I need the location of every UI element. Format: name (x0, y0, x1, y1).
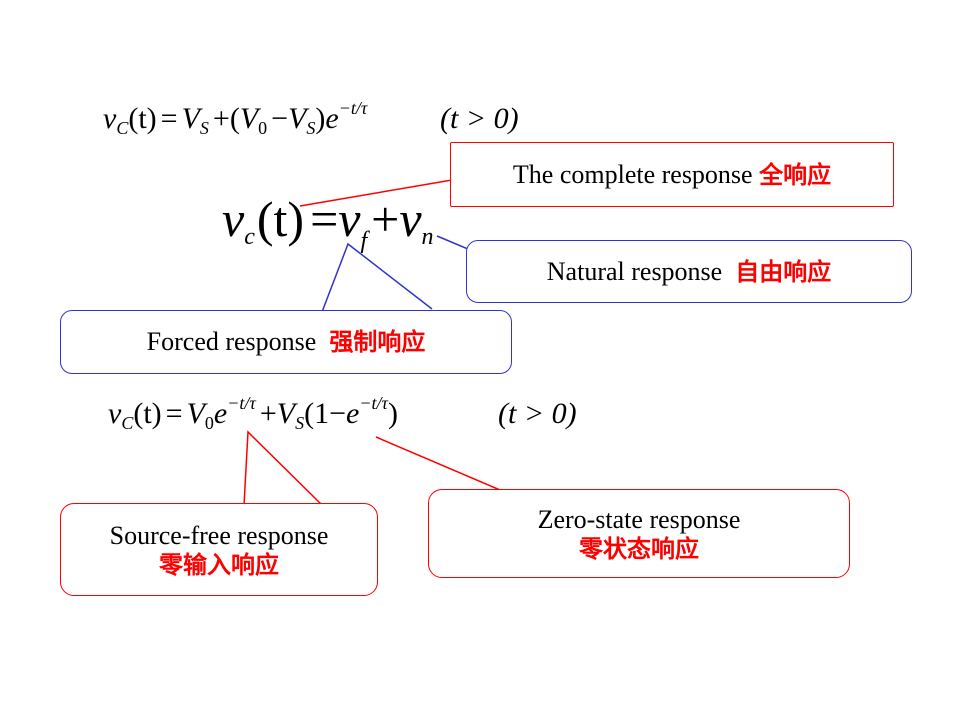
callout-complete-response: The complete response 全响应 (450, 142, 894, 207)
condition-t-positive: (t > 0) (440, 102, 519, 135)
callout-forced-response: Forced response 强制响应 (60, 310, 512, 374)
pointer-natural (436, 235, 469, 262)
svg-text:vC(t)=V0e−t/τ+VS(1−e−t/τ): vC(t)=V0e−t/τ+VS(1−e−t/τ) (108, 393, 398, 433)
callout-source-free-cn: 零输入响应 (159, 550, 279, 579)
callout-zero-state-cn: 零状态响应 (579, 534, 699, 563)
pointer-forced (321, 242, 433, 313)
callout-forced-en: Forced response (146, 327, 317, 357)
equation-split-response: vC(t)=V0e−t/τ+VS(1−e−t/τ) (t > 0) (108, 393, 577, 433)
callout-source-free-response: Source-free response 零输入响应 (60, 503, 378, 596)
callout-complete-cn: 全响应 (759, 160, 832, 189)
callout-forced-cn: 强制响应 (329, 328, 426, 357)
callout-zero-state-en: Zero-state response (537, 504, 741, 534)
pointer-source-free (243, 430, 323, 506)
equation-decomposition: vc(t)=vf+vn (222, 191, 434, 254)
callout-complete-en: The complete response (512, 159, 753, 189)
pointer-zero-state (375, 436, 558, 491)
callout-natural-response: Natural response 自由响应 (466, 240, 912, 303)
callout-natural-en: Natural response (546, 256, 723, 286)
condition-t-positive-2: (t > 0) (498, 397, 577, 430)
svg-text:vC(t)=VS+(V0−VS)e−t/τ: vC(t)=VS+(V0−VS)e−t/τ (103, 98, 368, 138)
callout-natural-cn: 自由响应 (735, 257, 832, 286)
callout-zero-state-response: Zero-state response 零状态响应 (428, 489, 850, 578)
svg-text:vc(t)=vf+vn: vc(t)=vf+vn (222, 191, 434, 254)
equation-complete-response: vC(t)=VS+(V0−VS)e−t/τ (t > 0) (103, 98, 519, 138)
callout-source-free-en: Source-free response (109, 520, 329, 550)
